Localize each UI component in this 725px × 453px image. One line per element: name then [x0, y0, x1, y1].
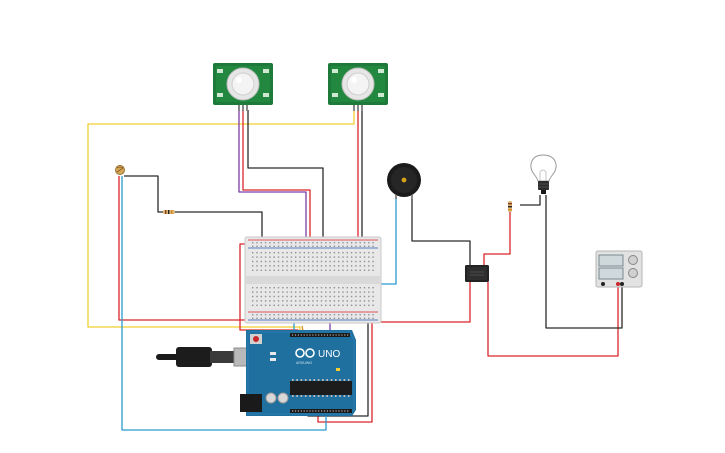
arduino-brand-text: ARDUINO — [296, 361, 312, 365]
wire-red-arduino-bottom[interactable] — [317, 318, 373, 423]
piezo-buzzer[interactable] — [387, 163, 421, 199]
pir-sensor-left[interactable] — [213, 63, 273, 111]
resistor-relay[interactable] — [508, 201, 512, 212]
power-supply[interactable] — [595, 250, 643, 288]
bottom-header-pins — [292, 410, 349, 412]
relay[interactable] — [465, 265, 489, 282]
arduino-uno[interactable]: UNO ARDUINO — [156, 330, 356, 416]
wire-black-bulb-relay[interactable] — [520, 195, 541, 206]
wire-yellow-pir-signal[interactable] — [87, 110, 355, 336]
wire-red-ldr-vcc[interactable] — [118, 176, 255, 321]
wire-red-relay-supply[interactable] — [487, 282, 619, 357]
wire-black-bulb-supply[interactable] — [545, 195, 623, 329]
wire-red-relay-breadboard[interactable] — [378, 282, 471, 323]
wire-black-ldr-resistor[interactable] — [124, 175, 163, 213]
wire-black-resistor-breadboard[interactable] — [175, 211, 263, 244]
top-header-pins — [292, 334, 349, 336]
photoresistor[interactable] — [115, 165, 125, 175]
arduino-logo-text: UNO — [318, 349, 340, 360]
wire-red-pir-left-vcc[interactable] — [242, 110, 311, 244]
usb-cable — [156, 347, 261, 367]
breadboard[interactable] — [244, 236, 382, 324]
wire-black-pir-left-gnd[interactable] — [247, 110, 324, 244]
resistor-ldr[interactable] — [163, 210, 175, 214]
light-bulb[interactable] — [530, 154, 557, 194]
chip-pins — [292, 379, 350, 397]
pir-sensor-right[interactable] — [328, 63, 388, 111]
breadboard-holes — [252, 242, 374, 319]
wire-blue-ldr-signal[interactable] — [121, 176, 327, 431]
arduino-logo-icon — [295, 348, 315, 358]
wire-black-buzzer-gnd[interactable] — [411, 196, 471, 266]
wire-red-relay-resistor[interactable] — [483, 212, 511, 266]
